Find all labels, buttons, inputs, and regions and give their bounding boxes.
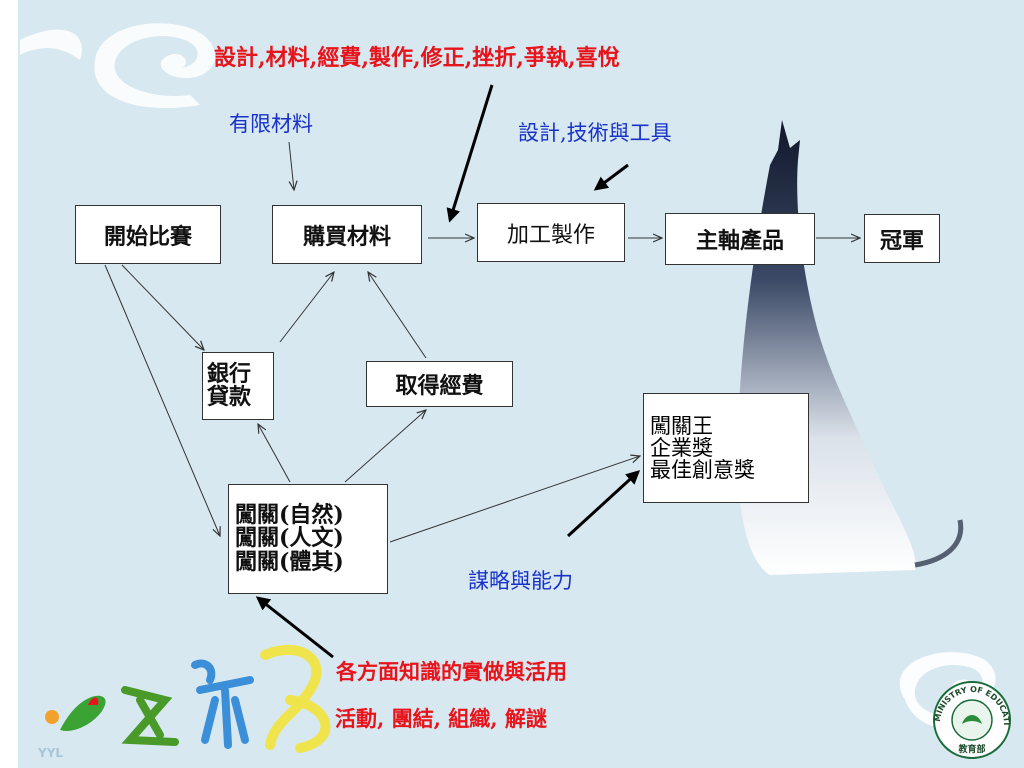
award-enterprise: 企業獎 [650, 435, 713, 460]
node-stage-humanities: 闖關(人文) [235, 525, 344, 552]
node-champion: 冠軍 [864, 214, 940, 263]
background-panel [18, 0, 1024, 768]
annotation-factors: 設計,材料,經費,製作,修正,挫折,爭執,喜悅 [214, 45, 620, 71]
node-bank-loan: 銀行 貸款 [202, 352, 274, 420]
arrow-funds-to-buy [368, 272, 427, 359]
arrow-stages-to-funds [344, 410, 426, 483]
annotation-design-tools: 設計,技術與工具 [518, 121, 672, 145]
node-stages: 闖關(自然) 闖關(人文) 闖關(體其) [228, 484, 388, 594]
node-get-funds: 取得經費 [366, 361, 513, 407]
arrow-strategy-to-awards [566, 470, 641, 538]
node-awards: 闖關王 企業獎 最佳創意獎 [643, 393, 809, 503]
swirl-top-left-icon [20, 23, 216, 108]
arrow-start-to-bank [121, 264, 204, 350]
node-main-product: 主軸產品 [665, 213, 815, 265]
award-best-creative: 最佳創意獎 [650, 458, 755, 483]
node-stage-body: 闖關(體其) [235, 548, 344, 575]
award-stage-king: 闖關王 [650, 413, 713, 438]
arrow-tools-to-process [593, 163, 629, 191]
node-start: 開始比賽 [75, 205, 221, 264]
annotation-strategy: 謀略與能力 [468, 569, 573, 593]
node-bank-loan-line-1: 銀行 [207, 360, 252, 387]
swirl-bottom-right-icon [899, 652, 996, 730]
arrow-factors-to-buy [446, 84, 494, 223]
node-stage-nature: 闖關(自然) [235, 502, 344, 529]
arrow-stages-to-awards [389, 456, 640, 543]
arrow-knowledge-to-stages [255, 596, 334, 659]
annotation-limited-materials: 有限材料 [229, 112, 313, 136]
arrow-start-to-stages [104, 264, 220, 536]
annotation-knowledge: 各方面知識的實做與活用 [336, 659, 567, 684]
node-processing: 加工製作 [477, 203, 625, 262]
arrow-stages-to-bank [258, 424, 291, 483]
annotation-teamwork: 活動, 團結, 組織, 解謎 [335, 706, 547, 731]
logo-icon [45, 645, 331, 753]
node-bank-loan-line-2: 貸款 [207, 384, 252, 410]
arrow-limited-to-buy [288, 141, 294, 190]
arrow-bank-to-buy [279, 272, 334, 343]
footer-signature: YYL [38, 746, 64, 760]
ministry-seal-icon [933, 681, 1011, 759]
node-buy-materials: 購買材料 [272, 205, 422, 264]
